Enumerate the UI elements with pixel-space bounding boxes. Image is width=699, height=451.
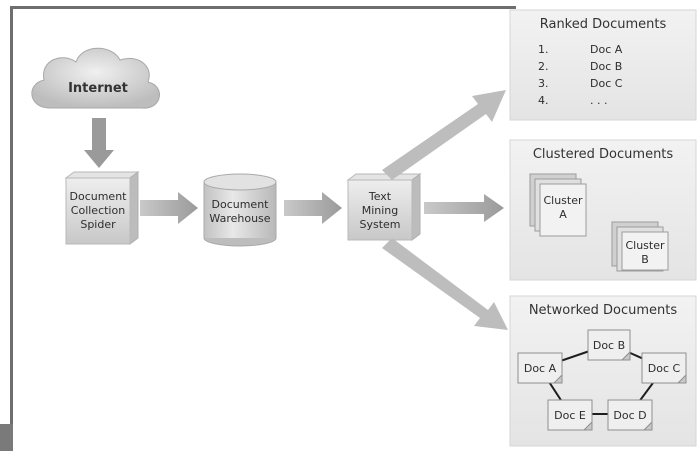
doc-b-node xyxy=(587,329,631,361)
ranked-num-2: 2. xyxy=(538,60,549,73)
doc-e-label: Doc E xyxy=(554,409,586,422)
frame-top-border xyxy=(10,6,516,9)
ranked-title: Ranked Documents xyxy=(540,17,667,32)
arrow-mining-to-ranked xyxy=(382,90,506,180)
doc-a-label: Doc A xyxy=(524,362,557,375)
doc-d-node xyxy=(607,399,653,431)
frame-corner-block xyxy=(0,424,13,451)
doc-b-label: Doc B xyxy=(593,339,625,352)
cluster-b-label-line2: B xyxy=(641,253,649,266)
arrow-internet-to-spider xyxy=(84,118,114,168)
doc-c-label: Doc C xyxy=(648,362,681,375)
cluster-b-stack-icon xyxy=(611,221,669,272)
ranked-doc-2: Doc B xyxy=(590,60,622,73)
arrow-spider-to-warehouse xyxy=(140,192,198,224)
ranked-doc-3: Doc C xyxy=(590,77,623,90)
warehouse-label-line2: Warehouse xyxy=(209,212,270,225)
mining-label-line2: Mining xyxy=(362,204,399,217)
ranked-documents-panel xyxy=(509,9,697,121)
cluster-a-label-line1: Cluster xyxy=(543,194,583,207)
arrow-mining-to-clustered xyxy=(424,194,504,222)
internet-cloud-icon xyxy=(31,47,160,109)
cluster-b-label-line1: Cluster xyxy=(625,239,665,252)
doc-e-node xyxy=(547,399,593,431)
mining-label-line3: System xyxy=(359,218,400,231)
networked-title: Networked Documents xyxy=(529,303,678,318)
ranked-doc-4: . . . xyxy=(590,94,607,107)
internet-label: Internet xyxy=(68,81,128,96)
cluster-a-stack-icon xyxy=(529,173,587,237)
ranked-num-1: 1. xyxy=(538,43,549,56)
cluster-a-label-line2: A xyxy=(559,208,567,221)
frame-left-border xyxy=(10,6,13,424)
spider-label-line1: Document xyxy=(70,190,128,203)
spider-box xyxy=(64,171,140,245)
warehouse-label-line1: Document xyxy=(212,198,270,211)
ranked-doc-1: Doc A xyxy=(590,43,623,56)
spider-label-line2: Collection xyxy=(71,204,125,217)
doc-a-node xyxy=(517,352,563,384)
ranked-num-3: 3. xyxy=(538,77,549,90)
doc-c-node xyxy=(641,352,687,384)
spider-label-line3: Spider xyxy=(80,218,116,231)
warehouse-cylinder-icon xyxy=(203,173,277,247)
arrow-mining-to-networked xyxy=(382,238,508,330)
doc-d-label: Doc D xyxy=(613,409,646,422)
ranked-num-4: 4. xyxy=(538,94,549,107)
arrow-warehouse-to-mining xyxy=(284,192,342,224)
mining-label-line1: Text xyxy=(368,190,392,203)
clustered-title: Clustered Documents xyxy=(533,147,674,162)
text-mining-box xyxy=(346,173,422,241)
